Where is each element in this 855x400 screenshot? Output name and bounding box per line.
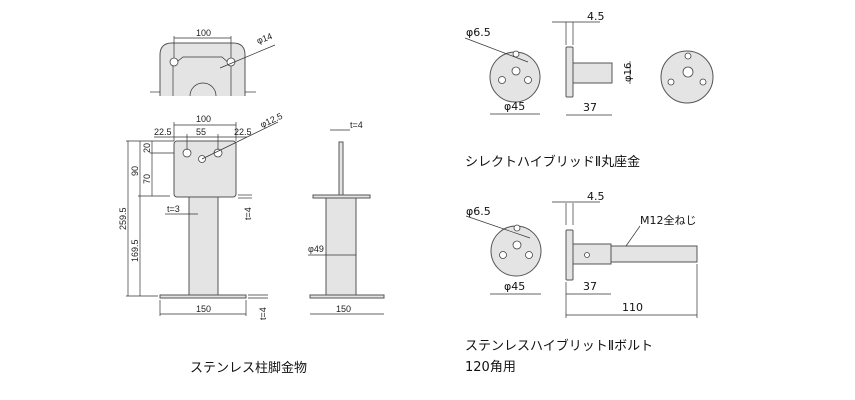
stem-diameter-label: φ16 — [623, 63, 634, 82]
side-thickness-label: t=4 — [350, 120, 363, 130]
washer-diameter-label: φ45 — [504, 100, 525, 113]
total-height-label: 259.5 — [118, 207, 128, 230]
right-edge-label: 22.5 — [234, 127, 252, 137]
base-width-label: 150 — [196, 304, 211, 314]
column-base-top-view: 100 φ14 — [150, 28, 276, 97]
hole-to-base-label: 70 — [142, 174, 152, 184]
post-thickness-label: t=3 — [167, 204, 180, 214]
side-base-width-label: 150 — [336, 304, 351, 314]
top-offset-label: 20 — [142, 143, 152, 153]
bolt-length-label: 37 — [583, 280, 597, 293]
pitch-label: 55 — [196, 127, 206, 137]
washer-caption: シレクトハイブリッドⅡ丸座金 — [465, 154, 640, 170]
bolt-views: φ6.5 φ45 4.5 M12全ねじ 37 110 — [465, 190, 698, 318]
thread-label: M12全ねじ — [640, 213, 697, 227]
bolt-total-length-label: 110 — [622, 301, 643, 314]
front-width-label: 100 — [196, 114, 211, 124]
plate-thickness-label: t=4 — [243, 207, 253, 220]
washer-hole-label: φ6.5 — [466, 26, 491, 39]
top-width-label: 100 — [196, 28, 211, 38]
column-base-side-view: t=4 φ49 150 — [308, 120, 385, 315]
left-edge-label: 22.5 — [154, 127, 172, 137]
tube-diameter-label: φ49 — [308, 244, 324, 254]
washer-thickness-label: 4.5 — [587, 10, 605, 23]
bolt-caption: ステンレスハイブリットⅡボルト — [465, 338, 653, 354]
top-hole-label: φ14 — [255, 31, 273, 46]
bolt-plate-thickness-label: 4.5 — [587, 190, 605, 203]
plate-height-label: 90 — [130, 166, 140, 176]
post-height-label: 169.5 — [130, 239, 140, 262]
column-base-front-view: 100 22.5 55 22.5 φ12.5 20 70 90 259.5 16… — [118, 111, 284, 320]
bolt-hole-label: φ6.5 — [466, 205, 491, 218]
bolt-subcaption: 120角用 — [465, 360, 516, 375]
washer-length-label: 37 — [583, 101, 597, 114]
column-base-caption: ステンレス柱脚金物 — [190, 360, 307, 376]
washer-views: φ6.5 φ45 4.5 φ16 37 — [464, 10, 714, 116]
bolt-washer-diameter-label: φ45 — [504, 280, 525, 293]
base-thickness-label: t=4 — [258, 307, 268, 320]
hole-label: φ12.5 — [259, 111, 284, 130]
